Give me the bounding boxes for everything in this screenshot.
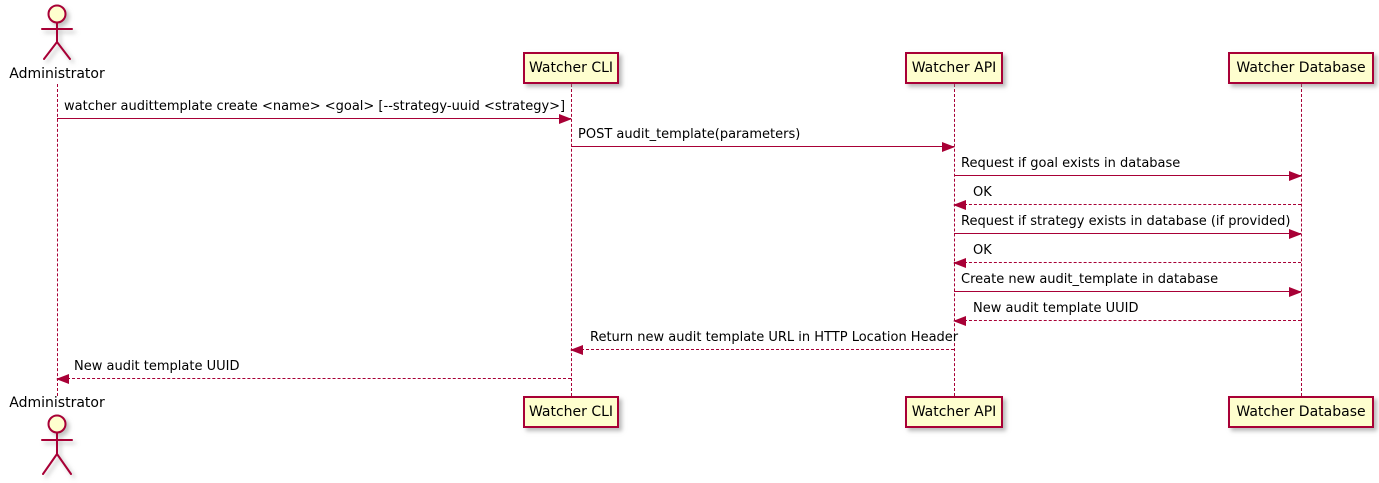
lifeline-watcher-api xyxy=(954,84,955,396)
participant-watcher-database-top: Watcher Database xyxy=(1228,52,1374,84)
message-label: OK xyxy=(973,185,992,200)
message-arrow xyxy=(953,258,1301,268)
message-label: watcher audittemplate create <name> <goa… xyxy=(64,99,566,114)
lifeline-administrator xyxy=(57,84,58,396)
participant-watcher-api-bottom: Watcher API xyxy=(905,396,1003,428)
lifeline-watcher-database xyxy=(1301,84,1302,396)
message-arrow xyxy=(57,114,572,124)
arrowhead-icon xyxy=(559,114,572,124)
actor-icon xyxy=(41,4,73,60)
message-arrow xyxy=(953,200,1301,210)
message-label: OK xyxy=(973,243,992,258)
message-arrow xyxy=(56,374,571,384)
message-arrow xyxy=(571,142,955,152)
arrowhead-icon xyxy=(56,374,69,384)
message-arrow xyxy=(954,171,1302,181)
arrowhead-icon xyxy=(1289,287,1302,297)
arrowhead-icon xyxy=(953,258,966,268)
message-label: New audit template UUID xyxy=(74,359,240,374)
message-label: Return new audit template URL in HTTP Lo… xyxy=(590,330,959,345)
arrowhead-icon xyxy=(953,316,966,326)
arrowhead-icon xyxy=(1289,171,1302,181)
message-label: New audit template UUID xyxy=(973,301,1139,316)
message-label: Create new audit_template in database xyxy=(961,272,1219,287)
actor-label-bottom: Administrator xyxy=(9,395,105,411)
participant-watcher-cli-top: Watcher CLI xyxy=(523,52,619,84)
message-arrow xyxy=(953,316,1301,326)
lifeline-watcher-cli xyxy=(571,84,572,396)
message-label: Request if strategy exists in database (… xyxy=(961,214,1291,229)
participant-watcher-api-top: Watcher API xyxy=(905,52,1003,84)
arrowhead-icon xyxy=(1289,229,1302,239)
actor-label-top: Administrator xyxy=(9,66,105,82)
arrowhead-icon xyxy=(953,200,966,210)
message-arrow xyxy=(954,287,1302,297)
participant-watcher-database-bottom: Watcher Database xyxy=(1228,396,1374,428)
arrowhead-icon xyxy=(570,345,583,355)
participant-watcher-cli-bottom: Watcher CLI xyxy=(523,396,619,428)
arrowhead-icon xyxy=(942,142,955,152)
message-label: Request if goal exists in database xyxy=(961,156,1181,171)
message-label: POST audit_template(parameters) xyxy=(578,127,801,142)
actor-icon xyxy=(41,414,73,475)
message-arrow xyxy=(954,229,1302,239)
message-arrow xyxy=(570,345,954,355)
